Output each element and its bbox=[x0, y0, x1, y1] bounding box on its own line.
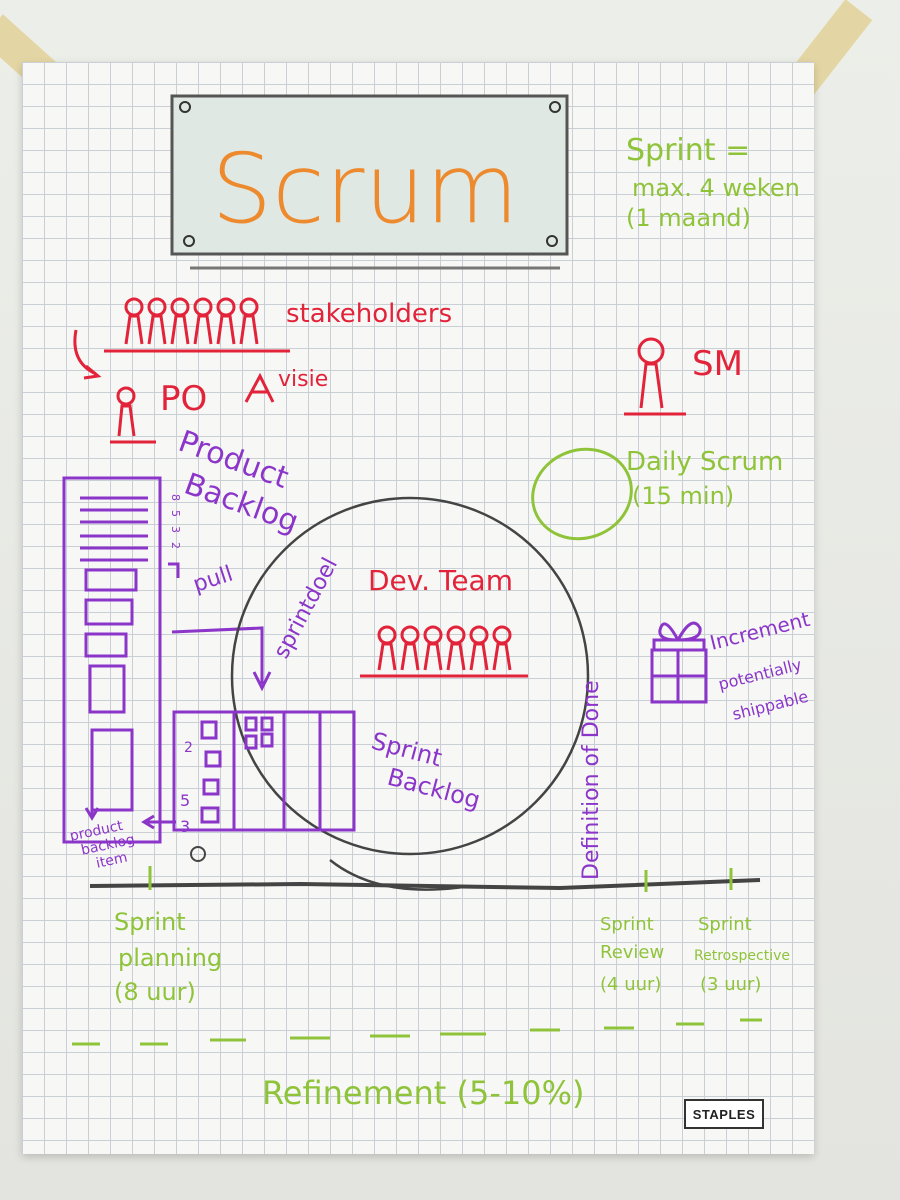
sprint-review-duration: (4 uur) bbox=[600, 974, 661, 995]
sprint-retrospective-label-1: Sprint bbox=[698, 914, 752, 935]
po-label: PO bbox=[160, 379, 207, 419]
backlog-item-label-3: item bbox=[95, 850, 129, 872]
sprint-note: Sprint = max. 4 weken (1 maand) bbox=[626, 133, 800, 232]
daily-scrum-duration: (15 min) bbox=[632, 482, 734, 510]
pull-arrow-icon bbox=[171, 626, 272, 692]
developer-icon bbox=[446, 625, 466, 671]
daily-scrum-circle bbox=[531, 447, 633, 541]
sprint-note-line-1: Sprint = bbox=[626, 133, 750, 168]
screw-icon bbox=[179, 101, 191, 113]
stakeholder-icon bbox=[239, 297, 259, 345]
product-backlog-column bbox=[62, 476, 180, 844]
svg-text:5: 5 bbox=[169, 510, 182, 517]
sprint-retrospective-label-2: Retrospective bbox=[694, 948, 790, 964]
sprint-note-line-3: (1 maand) bbox=[626, 204, 751, 232]
refinement-label: Refinement (5-10%) bbox=[262, 1074, 584, 1112]
sprintdoel-label: sprintdoel bbox=[269, 554, 343, 663]
stakeholder-icon bbox=[216, 297, 236, 345]
developer-icon bbox=[469, 625, 489, 671]
increment-note-1: potentially bbox=[716, 655, 803, 694]
counter-circle-icon bbox=[190, 846, 206, 862]
screw-icon bbox=[183, 235, 195, 247]
title-frame bbox=[170, 94, 569, 256]
po-figure bbox=[110, 386, 156, 444]
po-icon bbox=[116, 386, 136, 406]
page-title: Scrum bbox=[211, 133, 519, 245]
svg-text:3: 3 bbox=[169, 526, 182, 533]
pull-label: pull bbox=[190, 562, 236, 598]
developer-icon bbox=[492, 625, 512, 671]
sprint-note-line-2: max. 4 weken bbox=[632, 174, 800, 202]
stakeholder-icon bbox=[124, 297, 144, 345]
stakeholder-icon bbox=[193, 297, 213, 345]
developer-icon bbox=[423, 625, 443, 671]
sm-icon bbox=[637, 337, 665, 365]
increment-gift-icon bbox=[650, 621, 708, 704]
definition-of-done-label: Definition of Done bbox=[579, 680, 604, 880]
developer-icon bbox=[400, 625, 420, 671]
stakeholders-group bbox=[104, 297, 290, 353]
increment-note-2: shippable bbox=[730, 687, 810, 724]
sprint-planning-duration: (8 uur) bbox=[114, 978, 196, 1006]
dev-team-label: Dev. Team bbox=[368, 564, 513, 597]
sprint-review-label-1: Sprint bbox=[600, 914, 654, 935]
arrow-head-icon bbox=[83, 364, 102, 380]
stakeholder-icon bbox=[147, 297, 167, 345]
svg-text:8: 8 bbox=[169, 494, 182, 501]
refinement-dashed-line bbox=[72, 1018, 762, 1046]
staples-logo: STAPLES bbox=[684, 1099, 764, 1129]
screw-icon bbox=[549, 101, 561, 113]
sprint-planning-label-1: Sprint bbox=[114, 908, 186, 936]
visie-label: visie bbox=[278, 367, 328, 392]
sprint-retrospective-duration: (3 uur) bbox=[700, 974, 761, 995]
sprint-review-label-2: Review bbox=[600, 942, 664, 963]
developer-icon bbox=[377, 625, 397, 671]
sprint-planning-label-2: planning bbox=[118, 944, 222, 972]
visie-mark-icon bbox=[244, 372, 275, 403]
svg-text:2: 2 bbox=[169, 542, 182, 549]
sprint-backlog-board bbox=[141, 710, 356, 832]
increment-label: Increment bbox=[707, 607, 812, 655]
dev-team-group bbox=[360, 625, 528, 678]
story-point-label: 3 bbox=[180, 817, 190, 836]
sprint-backlog-story-points: 2 5 3 bbox=[180, 740, 193, 836]
sm-figure bbox=[624, 337, 686, 416]
daily-scrum-label: Daily Scrum bbox=[626, 447, 783, 477]
sprint-timeline bbox=[89, 878, 761, 891]
screw-icon bbox=[546, 235, 558, 247]
stakeholder-icon bbox=[170, 297, 190, 345]
sprint-cycle-circle bbox=[230, 496, 590, 856]
sm-label: SM bbox=[692, 344, 743, 384]
title-board: Scrum bbox=[170, 94, 569, 270]
story-point-markers: 8 5 3 2 bbox=[169, 494, 182, 549]
story-point-label: 5 bbox=[180, 791, 190, 810]
story-point-label: 2 bbox=[184, 740, 193, 756]
stakeholders-label: stakeholders bbox=[286, 299, 452, 329]
sprint-backlog-label-1: Sprint bbox=[368, 727, 444, 773]
